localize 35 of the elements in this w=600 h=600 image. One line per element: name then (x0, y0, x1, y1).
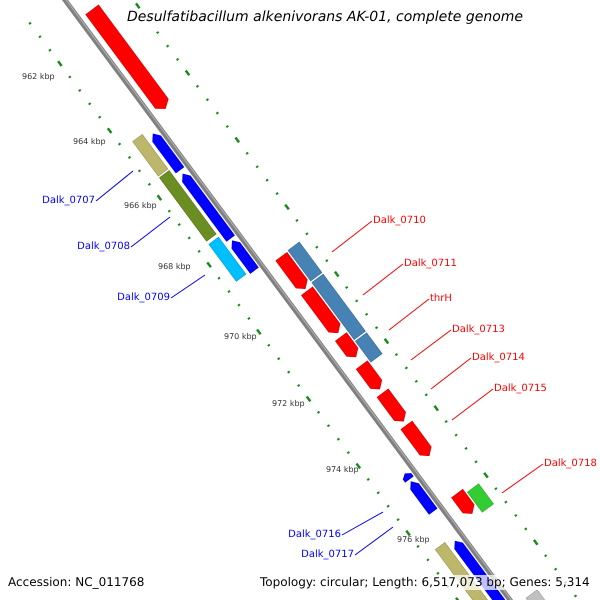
title: Desulfatibacillum alkenivorans AK-01, complete genome (125, 9, 526, 26)
leader-line (332, 220, 372, 252)
gene-label: Dalk_0715 (494, 383, 547, 395)
gene-label: Dalk_0718 (544, 458, 597, 470)
gene-label: Dalk_0707 (42, 195, 95, 207)
gene-label: Dalk_0709 (117, 292, 170, 304)
scale-label: 966 kbp (124, 201, 157, 211)
leader-line (342, 512, 384, 536)
info-text: Topology: circular; Length: 6,517,073 bp; Genes: 5,314 (258, 575, 592, 590)
gene-label: Dalk_0708 (77, 241, 130, 253)
gene-label: Dalk_0711 (404, 258, 457, 270)
scale-label: 964 kbp (73, 137, 106, 147)
scale-label: 976 kbp (397, 535, 430, 545)
leader-line (362, 264, 404, 296)
scale-label: 970 kbp (224, 332, 257, 342)
gene-label: Dalk_0716 (288, 529, 341, 541)
leader-line (354, 526, 394, 556)
info-text: Accession: NC_011768 (6, 575, 146, 590)
leader-line (452, 388, 494, 420)
leader-line (430, 358, 472, 390)
leader-line (388, 298, 430, 330)
gene-label: Dalk_0710 (373, 215, 426, 227)
leader-line (502, 464, 544, 494)
gene-label: Dalk_0713 (452, 324, 505, 336)
gene-label: Dalk_0714 (472, 352, 525, 364)
scale-label: 972 kbp (272, 399, 305, 409)
gene-label: thrH (430, 293, 452, 305)
scale-label: 962 kbp (22, 72, 55, 82)
scale-label: 968 kbp (158, 262, 191, 272)
leader-line (170, 274, 206, 298)
leader-line (96, 170, 134, 202)
gene-label: Dalk_0717 (301, 549, 354, 561)
leader-line (410, 330, 452, 360)
scale-label: 974 kbp (326, 465, 359, 475)
leader-line (130, 216, 170, 248)
